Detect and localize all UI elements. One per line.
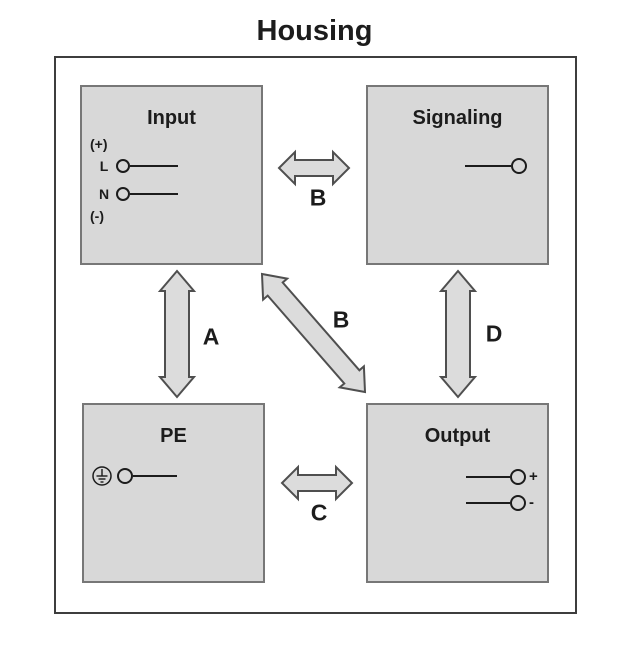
block-input-title: Input bbox=[147, 107, 196, 129]
input-terminal-plus-label: (+) bbox=[90, 136, 108, 152]
input-terminal-l: L bbox=[92, 159, 178, 173]
arrow-b-input-output-diagonal bbox=[260, 272, 367, 394]
diagram-title: Housing bbox=[256, 15, 373, 47]
arrow-a-input-pe bbox=[157, 269, 197, 399]
input-terminal-n-label: N bbox=[98, 186, 110, 202]
terminal-circle bbox=[116, 159, 130, 173]
output-terminal-plus: + bbox=[466, 469, 538, 485]
wire bbox=[133, 475, 177, 477]
wire bbox=[465, 165, 511, 167]
signaling-terminal bbox=[465, 158, 527, 174]
block-pe-title: PE bbox=[160, 425, 187, 447]
output-terminal-plus-label: + bbox=[529, 468, 538, 485]
terminal-circle bbox=[116, 187, 130, 201]
block-pe: PE bbox=[82, 403, 265, 583]
arrow-c-pe-output bbox=[280, 464, 354, 502]
block-input: Input (+) L N (-) bbox=[80, 85, 263, 265]
arrow-d-signaling-output bbox=[438, 269, 478, 399]
protective-earth-icon bbox=[92, 466, 112, 486]
wire bbox=[466, 502, 510, 504]
arrow-label-d: D bbox=[485, 320, 503, 347]
terminal-circle bbox=[510, 495, 526, 511]
wire bbox=[130, 193, 178, 195]
arrow-label-a: A bbox=[202, 323, 220, 350]
terminal-circle bbox=[511, 158, 527, 174]
output-terminal-minus-label: - bbox=[529, 494, 534, 511]
terminal-circle bbox=[510, 469, 526, 485]
wire bbox=[130, 165, 178, 167]
input-terminal-l-label: L bbox=[99, 158, 109, 174]
wire bbox=[466, 476, 510, 478]
input-terminal-minus-label: (-) bbox=[90, 208, 104, 224]
terminal-circle bbox=[117, 468, 133, 484]
arrow-label-b-top: B bbox=[309, 184, 327, 211]
block-output-title: Output bbox=[424, 425, 491, 447]
output-terminal-minus: - bbox=[466, 495, 534, 511]
block-signaling-title: Signaling bbox=[412, 107, 503, 129]
pe-terminal bbox=[92, 466, 177, 486]
block-signaling: Signaling bbox=[366, 85, 549, 265]
block-output: Output + - bbox=[366, 403, 549, 583]
arrow-b-input-signaling bbox=[277, 149, 351, 187]
input-terminal-n: N bbox=[92, 187, 178, 201]
arrow-label-b-diagonal: B bbox=[332, 306, 350, 333]
arrow-label-c: C bbox=[310, 499, 328, 526]
